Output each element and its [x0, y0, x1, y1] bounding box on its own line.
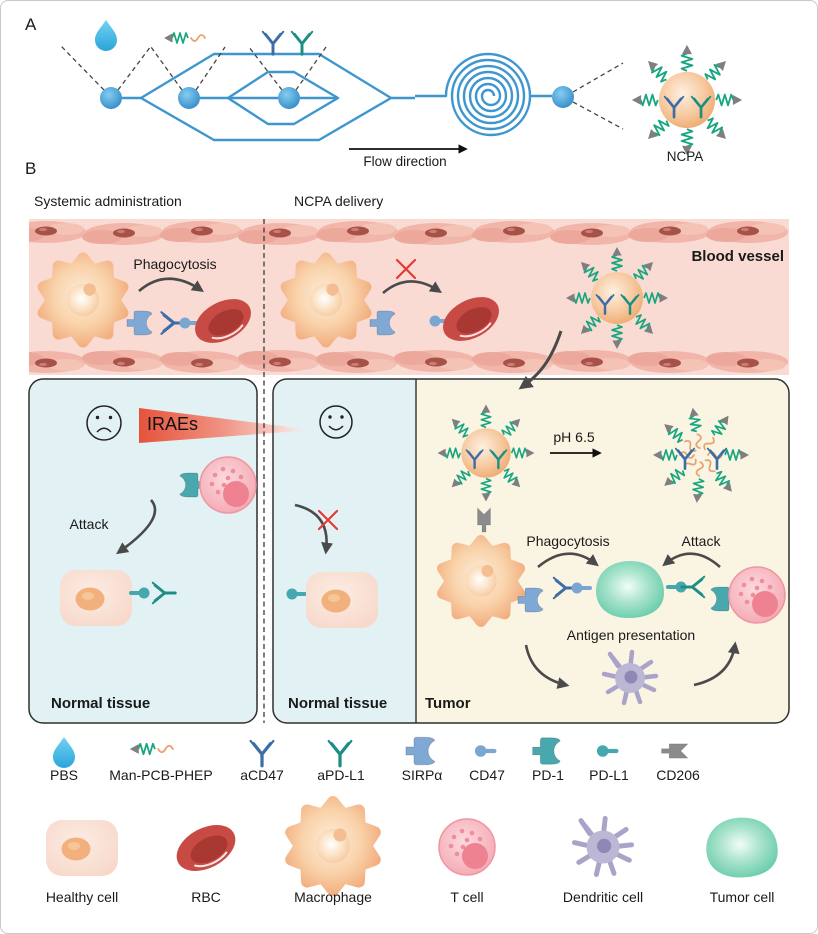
antigen-arrow-left — [524, 644, 570, 689]
blood-vessel-section — [29, 219, 789, 375]
legend-label-pbs: PBS — [49, 767, 79, 783]
tumor-scene — [438, 405, 786, 703]
flow-direction-label: Flow direction — [363, 154, 447, 169]
macrophage — [43, 258, 122, 342]
receptor-gray-icon — [661, 743, 689, 759]
tumor-cell-icon — [706, 817, 778, 878]
ph-label: pH 6.5 — [553, 429, 595, 445]
receptor-blue-icon — [405, 736, 436, 766]
tissue-panels — [28, 219, 790, 724]
phagocytosis-vessel-label: Phagocytosis — [133, 256, 217, 272]
normal-tissue-mid-panel — [273, 379, 416, 723]
healthy-cell — [60, 570, 132, 626]
apdl1-antibody-icon — [290, 30, 314, 56]
legend-label-sirpa: SIRPα — [401, 767, 443, 783]
pbs-droplet-icon — [53, 737, 75, 768]
red-cross-icon — [317, 509, 339, 531]
legend-label-apdl1: aPD-L1 — [317, 767, 365, 783]
legend-label-pdl1: PD-L1 — [589, 767, 629, 783]
sad-face-icon — [86, 405, 122, 441]
normal-tissue-left-label: Normal tissue — [51, 695, 151, 712]
phagocytosis-arrow — [537, 552, 599, 568]
smile-face-icon — [319, 405, 353, 439]
normal-tissue-mid-scene — [286, 405, 378, 628]
inlet-dashed-guides — [60, 45, 624, 130]
ligand-pin-blue-icon — [474, 745, 497, 757]
blood-vessel-label: Blood vessel — [691, 248, 784, 265]
blocked-attack-arrow — [294, 503, 334, 555]
t-cell — [728, 566, 786, 624]
antibody-blue-icon — [249, 739, 275, 768]
legend-label-t-cell: T cell — [450, 889, 484, 905]
antigen-presentation-label: Antigen presentation — [566, 627, 696, 643]
blocked-phagocytosis-arrow — [382, 280, 442, 294]
attack-arrow — [662, 552, 721, 568]
legend-label-pd1: PD-1 — [532, 767, 564, 783]
legend-label-tumor-cell: Tumor cell — [709, 889, 775, 905]
antibody-teal-icon — [327, 739, 353, 768]
attack-tumor-label: Attack — [681, 533, 721, 549]
iraes-wedge — [139, 408, 313, 443]
ncpa-particle — [632, 45, 742, 155]
spiral-mixer — [415, 52, 532, 137]
legend-cell-icons — [46, 802, 778, 890]
attack-arrow — [116, 499, 157, 555]
panel-a-label: A — [25, 15, 37, 34]
ncpa-particle — [438, 405, 535, 502]
microfluidic-chip-diagram — [60, 20, 742, 155]
legend-label-cd47: CD47 — [469, 767, 505, 783]
normal-tissue-left-scene — [60, 405, 257, 626]
dendritic-cell-icon — [574, 818, 631, 874]
panel-b-label: B — [25, 159, 37, 178]
normal-tissue-left-panel — [29, 379, 257, 723]
systemic-administration-title: Systemic administration — [34, 193, 182, 209]
healthy-cell — [306, 572, 378, 628]
legend-label-dendritic-cell: Dendritic cell — [562, 889, 644, 905]
polymer-icon — [130, 744, 173, 755]
iraes-label: IRAEs — [147, 414, 199, 434]
macrophage-icon — [291, 802, 375, 890]
macrophage — [286, 258, 365, 342]
legend-label-rbc: RBC — [191, 889, 221, 905]
legend-label-cd206: CD206 — [656, 767, 700, 783]
legend-label-healthy-cell: Healthy cell — [45, 889, 119, 905]
ncpa-delivery-title: NCPA delivery — [294, 193, 384, 209]
pbs-droplet-icon — [95, 20, 117, 51]
ligand-pin-teal-icon — [596, 745, 619, 757]
normal-tissue-mid-label: Normal tissue — [288, 695, 388, 712]
vessel-scene-ncpa — [286, 247, 668, 351]
legend-label-man-pcb-phep: Man-PCB-PHEP — [109, 767, 213, 783]
vessel-scene-systemic — [43, 258, 260, 353]
red-cross-icon — [395, 258, 417, 280]
ncpa-particle — [566, 247, 668, 349]
t-cell-icon — [438, 818, 496, 876]
legend-molecule-icons — [53, 736, 689, 768]
healthy-cell-icon — [46, 820, 118, 876]
inlet-nodes — [100, 86, 574, 109]
polymer-icon — [164, 33, 205, 43]
phagocytosis-arrow — [138, 277, 204, 293]
attack-left-label: Attack — [69, 516, 109, 532]
microfluidic-channels — [122, 52, 552, 142]
phagocytosis-tumor-label: Phagocytosis — [526, 533, 610, 549]
antigen-arrow-right — [693, 641, 740, 687]
receptor-teal-icon — [532, 737, 561, 765]
vessel-to-tumor-arrow — [518, 330, 563, 390]
tumor-cell — [596, 561, 664, 618]
t-cell — [199, 456, 257, 514]
legend-label-acd47: aCD47 — [240, 767, 284, 783]
legend-label-macrophage: Macrophage — [294, 889, 372, 905]
rbc-icon — [167, 814, 245, 882]
acd47-antibody-icon — [261, 30, 285, 56]
macrophage — [443, 541, 520, 622]
ncpa-label: NCPA — [666, 149, 704, 164]
tumor-label: Tumor — [425, 695, 471, 712]
